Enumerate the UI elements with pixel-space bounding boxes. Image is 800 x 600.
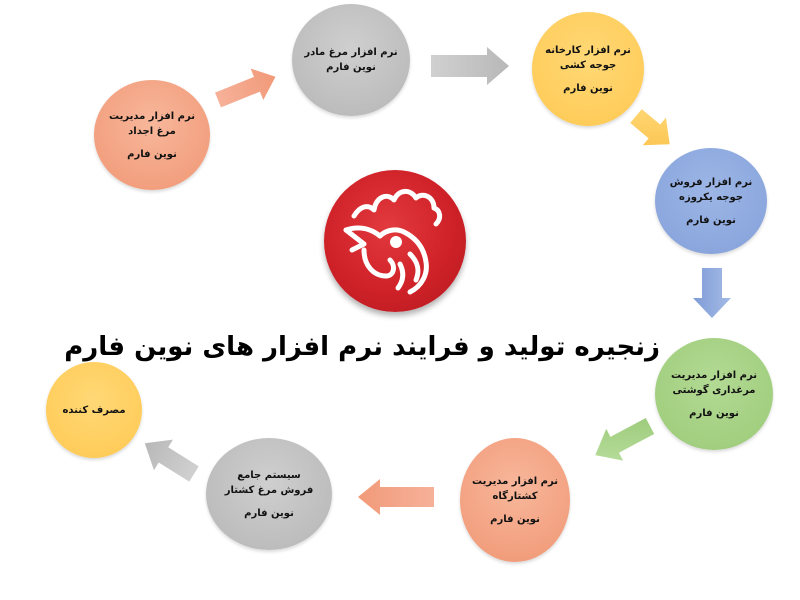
arrow-n7-n8 — [144, 439, 199, 482]
node-label-line: مرغداری گوشتی — [672, 384, 756, 396]
node-label-line: جوجه کشی — [559, 59, 617, 71]
node-parent-stock: نرم افزار مرغ مادر نوین فارم — [292, 4, 410, 116]
node-broiler-farm-management: نرم افزار مدیریت مرغداری گوشتی نوین فارم — [655, 338, 773, 450]
node-label-line: سیستم جامع — [237, 469, 301, 481]
arrow-n3-n4 — [630, 109, 670, 146]
arrow-n5-n6 — [595, 418, 655, 461]
node-label-line: نرم افزار مدیریت — [109, 110, 195, 122]
arrow-n6-n7 — [358, 479, 434, 515]
node-label-line: نرم افزار مدیریت — [671, 369, 757, 381]
node-label-line: مرغ اجداد — [128, 125, 176, 137]
rooster-head-icon — [343, 189, 443, 295]
node-hatchery: نرم افزار کارخانه جوجه کشی نوین فارم — [532, 12, 644, 126]
node-slaughtered-chicken-sales: سیستم جامع فروش مرغ کشتار نوین فارم — [206, 438, 332, 550]
node-brand: نوین فارم — [689, 407, 739, 419]
rooster-logo — [324, 170, 466, 312]
node-label-line: نرم افزار کارخانه — [545, 44, 631, 56]
node-grandparent-management: نرم افزار مدیریت مرغ اجداد نوین فارم — [94, 80, 210, 190]
node-label-line: فروش مرغ کشتار — [224, 484, 314, 496]
node-brand: نوین فارم — [244, 507, 294, 519]
node-label-line: نرم افزار مرغ مادر — [304, 47, 398, 58]
node-brand: نوین فارم — [490, 513, 540, 525]
arrow-n2-n3 — [431, 47, 509, 85]
node-label-line: نرم افزار مدیریت — [472, 475, 558, 487]
node-label-line: نوین فارم — [326, 62, 376, 73]
node-brand: نوین فارم — [127, 148, 177, 160]
node-label-line: نرم افزار فروش — [669, 176, 753, 188]
node-label-line: جوجه یکروزه — [679, 191, 743, 203]
node-slaughterhouse-management: نرم افزار مدیریت کشتارگاه نوین فارم — [460, 438, 570, 562]
node-day-old-chick-sales: نرم افزار فروش جوجه یکروزه نوین فارم — [655, 148, 767, 254]
node-label-line: مصرف کننده — [62, 404, 126, 416]
node-brand: نوین فارم — [686, 214, 736, 226]
node-consumer: مصرف کننده — [46, 362, 142, 458]
diagram-title: زنجیره تولید و فرایند نرم افزار های نوین… — [64, 332, 660, 362]
node-label-line: کشتارگاه — [492, 490, 538, 502]
node-brand: نوین فارم — [563, 82, 613, 94]
arrow-n4-n5 — [693, 268, 731, 318]
arrow-n1-n2 — [215, 68, 276, 108]
